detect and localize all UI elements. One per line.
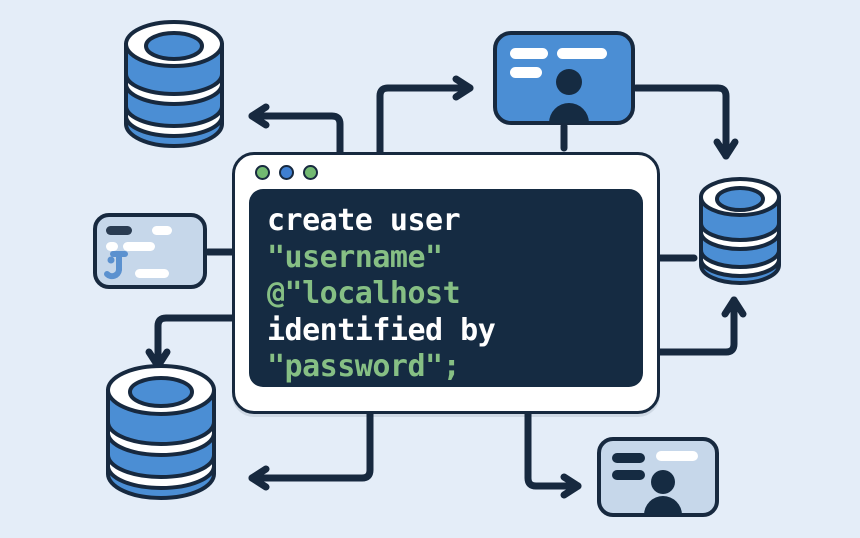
card-text-bar	[152, 226, 172, 235]
avatar-body	[549, 103, 589, 123]
credential-card-node-left[interactable]	[92, 212, 208, 290]
window-dot-blue[interactable]	[279, 164, 294, 180]
card-text-bar	[557, 48, 607, 59]
arrowhead-card-top-right	[452, 75, 474, 101]
code-line: "username"	[267, 240, 625, 277]
arrowhead-bottom-left	[248, 465, 270, 491]
wire-terminal-to-db-top-left	[248, 112, 344, 156]
card-text-bar	[135, 269, 169, 278]
arrowhead-db-right-down	[713, 138, 739, 160]
window-dot-green-1[interactable]	[255, 164, 270, 180]
card-text-bar	[106, 242, 118, 251]
code-line: @"localhost	[267, 276, 625, 313]
wire-terminal-to-card-top-right	[376, 84, 474, 156]
user-card-node-top-right[interactable]	[492, 30, 636, 126]
code-line: identified by	[267, 313, 625, 350]
code-token: "username"	[267, 239, 443, 275]
code-token: @"localhost	[267, 276, 461, 312]
database-node-right[interactable]	[694, 175, 786, 287]
database-node-bottom-left[interactable]	[100, 362, 222, 502]
terminal-titlebar	[235, 155, 657, 189]
wire-terminal-to-bottom-left	[248, 410, 374, 482]
card-text-bar	[510, 67, 542, 78]
terminal-window[interactable]: create user "username" @"localhost ident…	[232, 152, 660, 414]
database-icon	[124, 20, 224, 148]
code-token: "password";	[267, 349, 461, 385]
database-icon	[106, 364, 216, 500]
user-card-node-bottom-right[interactable]	[596, 436, 720, 518]
code-line: "password";	[267, 349, 625, 386]
code-token: create user	[267, 203, 461, 238]
user-card-icon	[597, 437, 719, 517]
key-glyph-dot	[107, 256, 115, 264]
card-text-bar-dark	[106, 226, 132, 235]
arrowhead-db-top-left	[248, 103, 270, 129]
window-dot-green-2[interactable]	[303, 164, 318, 180]
card-text-bar-dark	[612, 470, 645, 480]
card-text-bar	[123, 242, 155, 251]
arrowhead-db-right-up	[721, 296, 747, 318]
credential-card-icon	[93, 213, 207, 289]
wire-terminal-to-card-bottom-right	[524, 410, 582, 490]
database-node-top-left[interactable]	[118, 18, 230, 150]
terminal-code-area[interactable]: create user "username" @"localhost ident…	[249, 189, 643, 387]
card-text-bar-dark	[612, 453, 645, 463]
avatar-body	[644, 496, 682, 515]
key-glyph-icon	[104, 251, 128, 280]
database-icon	[699, 177, 781, 285]
wire-terminal-to-db-right	[656, 296, 738, 356]
code-line: create user	[267, 203, 625, 240]
arrowhead-card-bottom-right	[560, 473, 582, 499]
card-text-bar	[510, 48, 548, 59]
wire-terminal-to-db-bottom-left	[154, 314, 236, 370]
card-text-bar	[656, 451, 698, 461]
code-token: identified by	[267, 312, 496, 348]
arrowhead-db-bottom-left	[145, 348, 171, 370]
user-card-icon	[493, 31, 635, 125]
avatar-head	[651, 470, 675, 494]
wire-card-top-right-to-db-right	[632, 84, 730, 160]
avatar-head	[556, 69, 582, 95]
